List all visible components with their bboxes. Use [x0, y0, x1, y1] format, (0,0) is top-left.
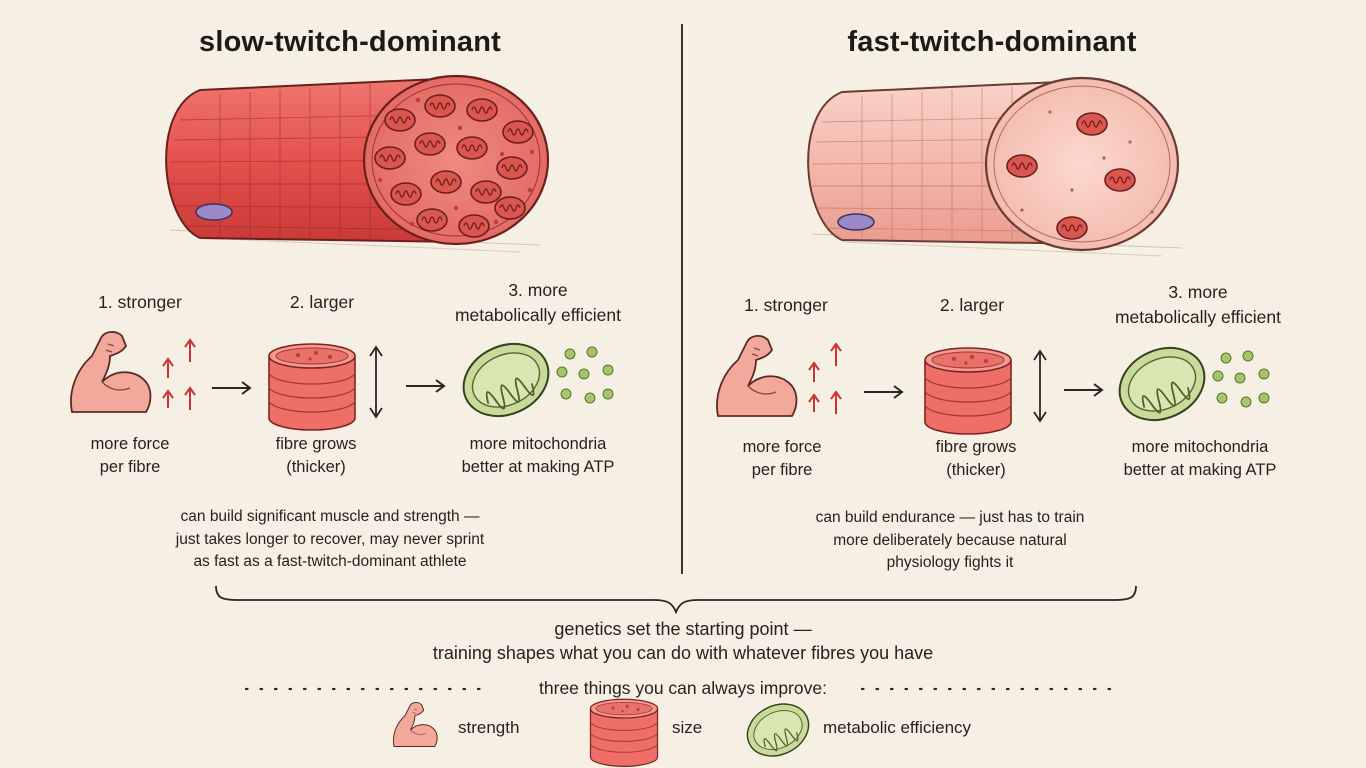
- grow-vertical-arrow: [369, 346, 383, 418]
- slow-step3-label: 3. more metabolically efficient: [454, 280, 621, 325]
- slow-steps-icons: [70, 329, 614, 431]
- legend-metabolic-icon: [738, 693, 818, 767]
- summary-line-2: training shapes what you can do with wha…: [432, 643, 934, 663]
- fibre-face: [984, 76, 1180, 252]
- atp-dots: [556, 346, 614, 404]
- fast-step2-label: 2. larger: [939, 295, 1005, 315]
- fast-step1-caption: more force per fibre: [742, 438, 822, 479]
- mitochondrion-icon: [450, 329, 562, 431]
- arrow-right-icon: [863, 385, 903, 399]
- strength-up-arrows: [808, 343, 842, 415]
- fast-step2-caption: fibre grows (thicker): [935, 438, 1017, 479]
- fast-steps-icons: [716, 333, 1270, 435]
- legend-strength-icon: [392, 701, 438, 747]
- nucleus: [837, 213, 875, 231]
- fibre-disc-icon: [268, 343, 356, 431]
- flexed-arm-icon: [70, 331, 152, 413]
- legend-size-label: size: [672, 718, 703, 737]
- mitochondrion-icon: [738, 693, 818, 767]
- slow-twitch-title: slow-twitch-dominant: [198, 26, 502, 58]
- slow-step2-caption: fibre grows (thicker): [275, 435, 357, 476]
- slow-note: can build significant muscle and strengt…: [175, 508, 485, 570]
- fast-step1-label: 1. stronger: [744, 295, 828, 315]
- dotted-rule-right: [860, 687, 1122, 691]
- summary-line-1: genetics set the starting point —: [554, 619, 812, 639]
- slow-step1-label: 1. stronger: [98, 292, 182, 312]
- slow-step2-label: 2. larger: [289, 292, 355, 312]
- fast-step3-label: 3. more metabolically efficient: [1114, 282, 1281, 327]
- slow-step1-caption: more force per fibre: [90, 435, 170, 476]
- legend-heading: three things you can always improve:: [539, 678, 827, 698]
- flexed-arm-icon: [392, 701, 438, 747]
- arrow-right-icon: [1063, 383, 1103, 397]
- slow-step3-caption: more mitochondria better at making ATP: [461, 435, 615, 476]
- atp-dots: [1212, 350, 1270, 408]
- mitochondrion-icon: [1106, 333, 1218, 435]
- fast-twitch-title: fast-twitch-dominant: [847, 26, 1137, 58]
- legend-metabolic-label: metabolic efficiency: [823, 718, 972, 737]
- fibre-disc-icon: [589, 698, 659, 767]
- fast-note: can build endurance — just has to train …: [815, 509, 1085, 571]
- fast-twitch-fibre-illustration: [807, 76, 1183, 257]
- strength-up-arrows: [162, 339, 196, 411]
- arrow-right-icon: [211, 381, 251, 395]
- fibre-disc-icon: [924, 347, 1012, 435]
- arrow-right-icon: [405, 379, 445, 393]
- slow-twitch-fibre-illustration: [165, 74, 550, 253]
- center-divider: [681, 24, 683, 574]
- legend-strength-label: strength: [458, 718, 520, 737]
- fast-step3-caption: more mitochondria better at making ATP: [1123, 438, 1277, 479]
- grow-vertical-arrow: [1033, 350, 1047, 422]
- summary-bracket: [215, 585, 1137, 615]
- nucleus: [195, 203, 233, 221]
- legend-size-icon: [589, 698, 659, 767]
- flexed-arm-icon: [716, 335, 798, 417]
- dotted-rule-left: [244, 687, 494, 691]
